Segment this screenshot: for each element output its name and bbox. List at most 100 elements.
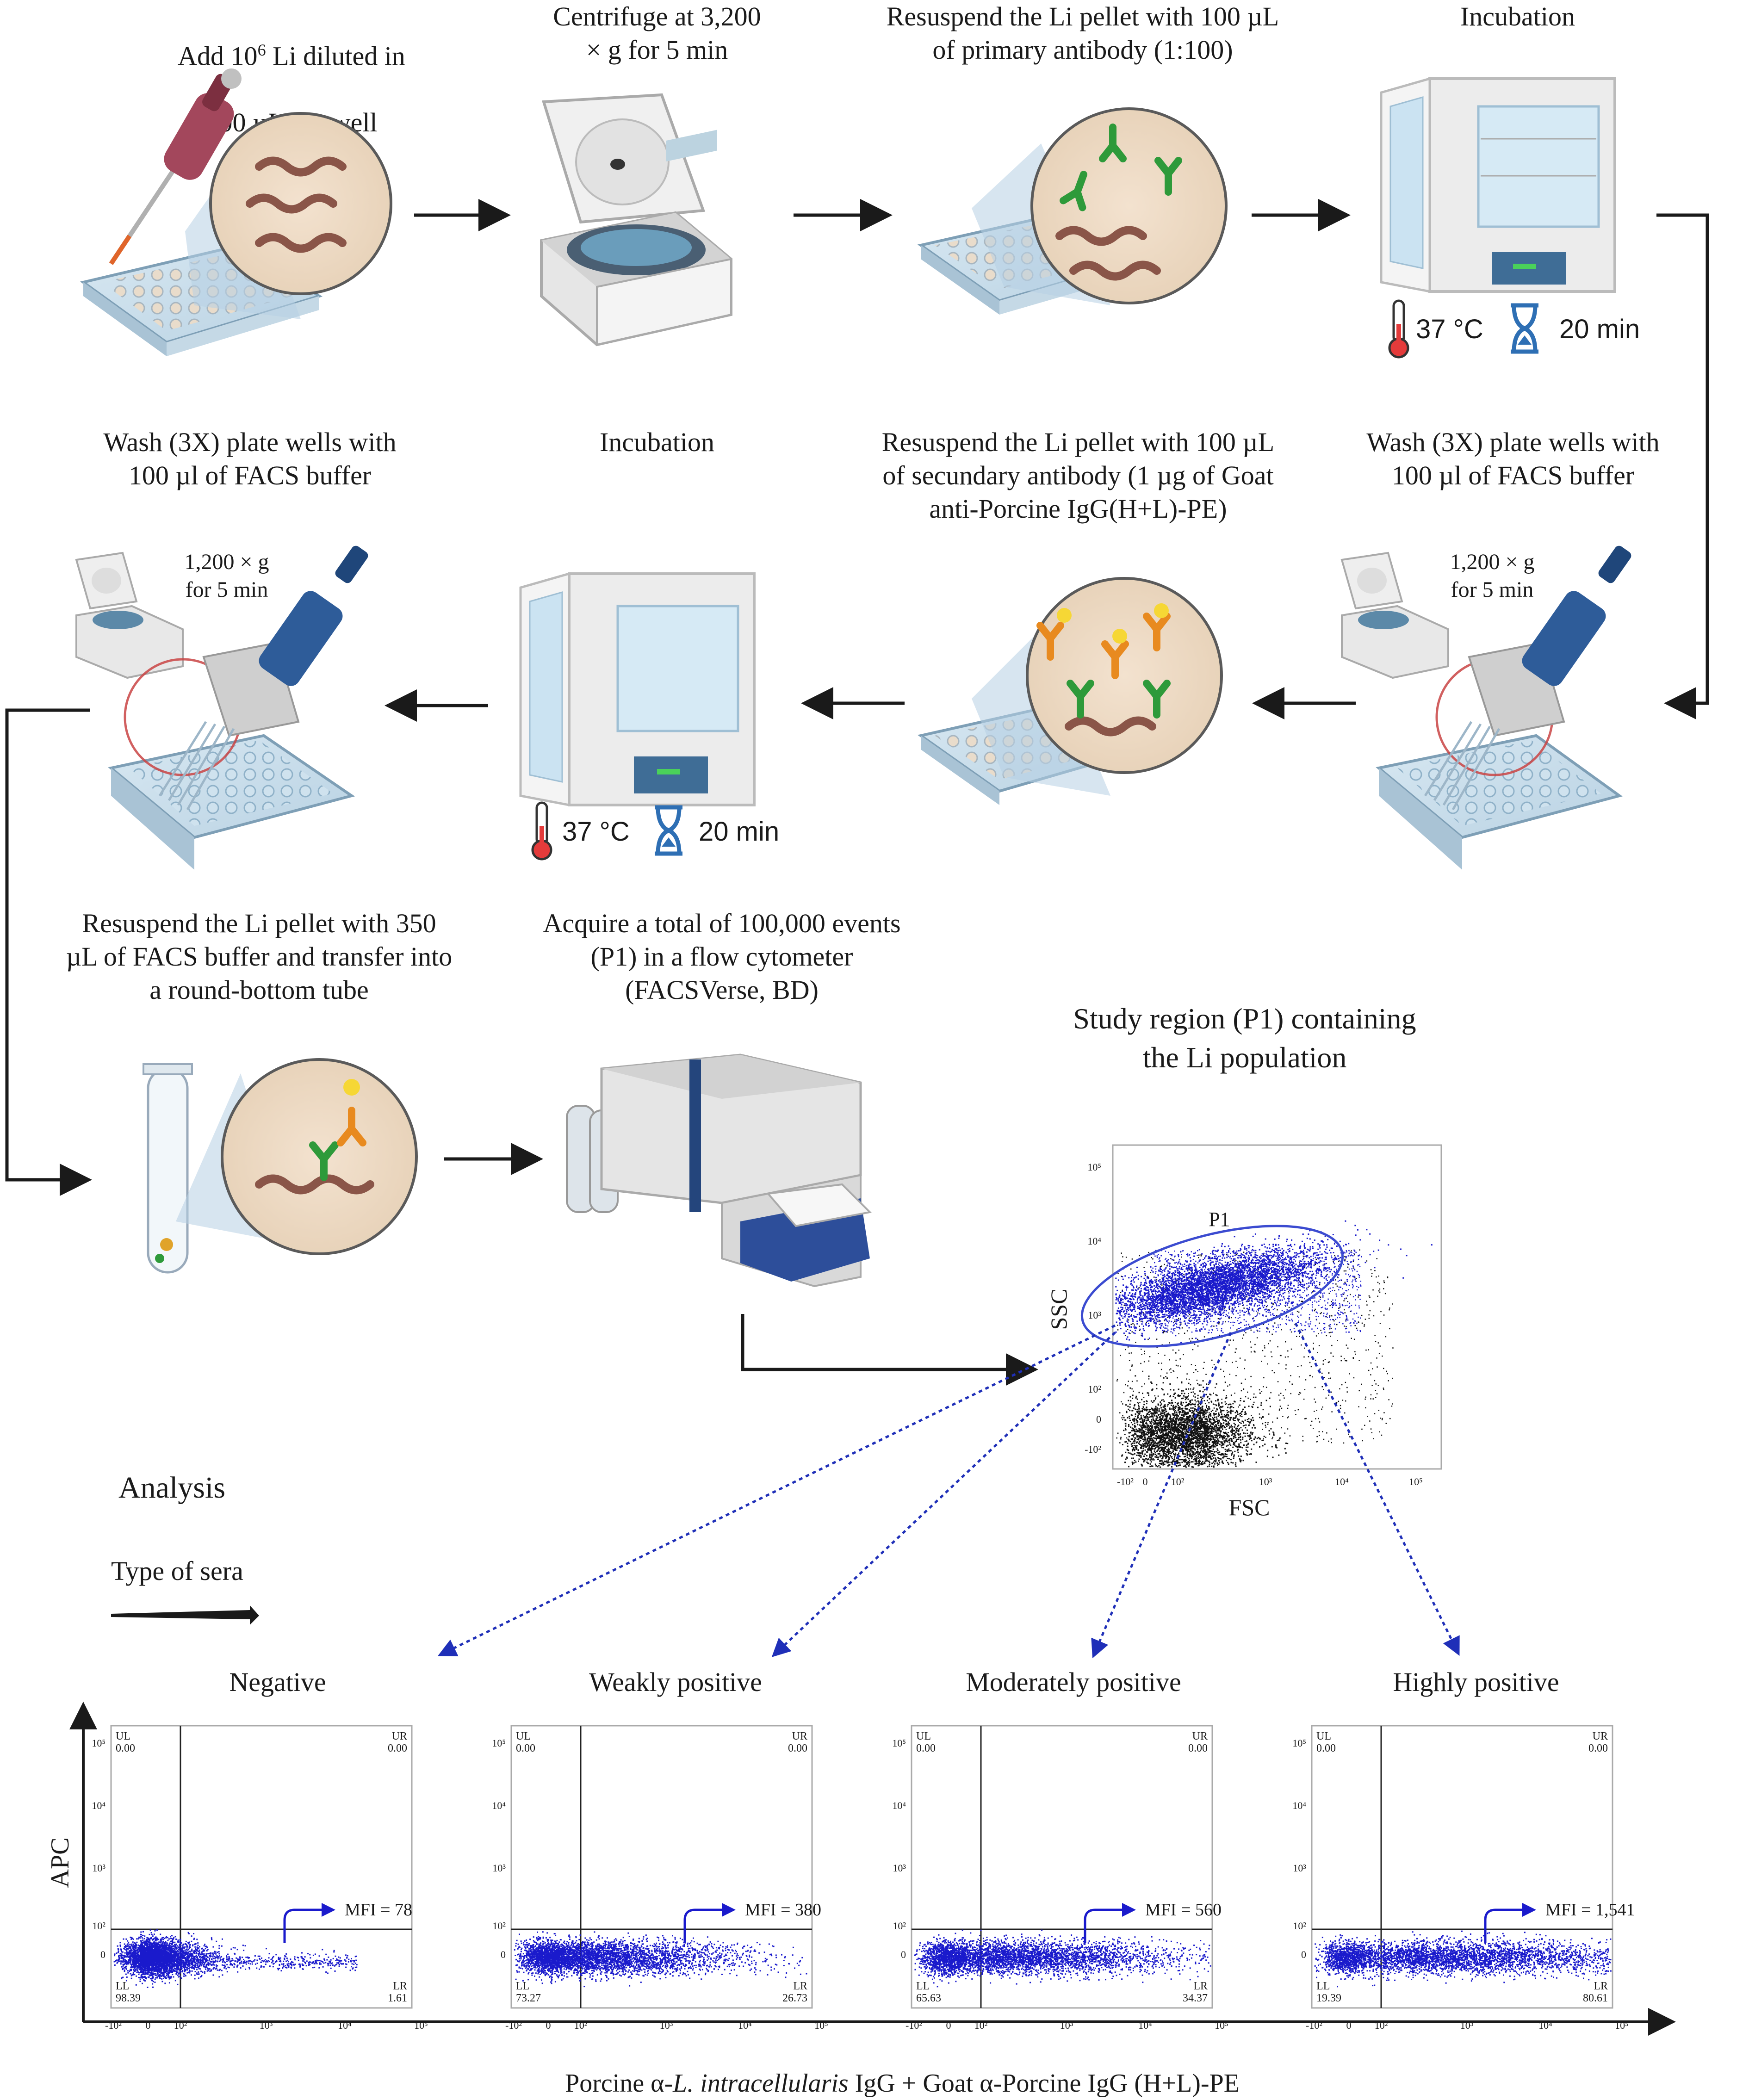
sr-ytick: 10⁴ <box>1087 1235 1101 1247</box>
panel-events <box>514 1931 807 1988</box>
panel-xtick: 10⁵ <box>1215 2019 1228 2031</box>
ll-label: LL <box>116 1980 129 1992</box>
round-bottom-tube-icon <box>143 1063 193 1274</box>
panel-ytick: 10³ <box>92 1862 105 1874</box>
mfi-arrowhead <box>722 1903 736 1917</box>
ll-label: LL <box>1316 1980 1330 1992</box>
type-of-sera-arrow <box>111 1605 259 1625</box>
step3-label: Resuspend the Li pellet with 100 µL of p… <box>886 1 1279 65</box>
step4-label: Incubation <box>1460 1 1575 31</box>
arrow-step8-to-9 <box>5 708 92 1196</box>
panel-xtick: 10⁴ <box>338 2019 352 2031</box>
step4-time: 20 min <box>1559 314 1640 344</box>
panel-ytick: 10⁵ <box>892 1737 906 1749</box>
step10-label: Acquire a total of 100,000 events (P1) i… <box>543 908 901 1005</box>
panel-ytick: 10⁴ <box>1292 1800 1306 1811</box>
ll-value: 73.27 <box>516 1992 541 2004</box>
ll-label: LL <box>916 1980 930 1992</box>
panel-xtick: -10² <box>505 2019 522 2031</box>
panel-ytick: 10⁴ <box>92 1800 105 1811</box>
pipette-icon <box>109 68 242 265</box>
study-region-x-label: FSC <box>1229 1494 1270 1520</box>
panel-xtick: 10⁵ <box>1615 2019 1629 2031</box>
panel-xtick: 10² <box>574 2019 588 2031</box>
ur-label: UR <box>1192 1730 1208 1742</box>
panel-ytick: 10² <box>1293 1920 1306 1932</box>
panel-title-moderately: Moderately positive <box>966 1667 1181 1697</box>
step8-centrifuge-label: 1,200 × g for 5 min <box>184 550 269 602</box>
thermometer-icon-step7 <box>531 801 552 861</box>
panel-xtick: 0 <box>546 2019 551 2031</box>
thermometer-icon <box>1388 299 1409 359</box>
study-region-title: Study region (P1) containing the Li popu… <box>1073 1002 1416 1074</box>
mfi-arrow <box>283 1908 323 1943</box>
study-region-events <box>1115 1220 1433 1468</box>
lr-label: LR <box>393 1980 407 1992</box>
ll-value: 65.63 <box>916 1992 941 2004</box>
panel-ytick: 10² <box>92 1920 105 1932</box>
p1-gate <box>1080 1225 1344 1348</box>
ul-value: 0.00 <box>1316 1742 1336 1754</box>
ll-label: LL <box>516 1980 529 1992</box>
dotted-arrow-weakly <box>771 1332 1116 1657</box>
ul-value: 0.00 <box>916 1742 936 1754</box>
sr-xtick: 10² <box>1171 1476 1185 1487</box>
lr-label: LR <box>1193 1980 1208 1992</box>
mfi-arrow <box>1484 1908 1523 1943</box>
ul-value: 0.00 <box>116 1742 135 1754</box>
incubator-icon-step7 <box>519 572 756 807</box>
panel-ytick: 10³ <box>1293 1862 1306 1874</box>
panel-xtick: 0 <box>946 2019 951 2031</box>
panel-ytick: 10² <box>492 1920 506 1932</box>
panel-title-negative: Negative <box>229 1667 326 1697</box>
ul-value: 0.00 <box>516 1742 535 1754</box>
mfi-value: MFI = 560 <box>1145 1900 1222 1920</box>
ll-value: 19.39 <box>1316 1992 1341 2004</box>
dotted-arrow-moderately <box>1091 1332 1232 1659</box>
step2-label: Centrifuge at 3,200 × g for 5 min <box>553 1 761 65</box>
panel-title-highly: Highly positive <box>1393 1667 1559 1697</box>
sr-ytick: 10⁵ <box>1087 1161 1101 1173</box>
mfi-arrow <box>683 1908 723 1943</box>
panel-ytick: 10² <box>893 1920 906 1932</box>
panel-events <box>914 1929 1211 1988</box>
study-region-y-label: SSC <box>1046 1289 1072 1330</box>
step6-label: Resuspend the Li pellet with 100 µL of s… <box>881 427 1275 524</box>
arrow-step10-to-plot <box>741 1314 1038 1386</box>
hourglass-icon <box>1511 303 1538 354</box>
panel-ytick: 0 <box>100 1949 105 1960</box>
panel-ytick: 0 <box>1301 1949 1306 1960</box>
panel-ytick: 10⁴ <box>492 1800 506 1811</box>
panel-xtick: 10³ <box>260 2019 273 2031</box>
multichannel-pipette-icon-right <box>1424 545 1631 811</box>
step4-temp: 37 °C <box>1416 314 1483 344</box>
arrow-step4-to-5 <box>1656 213 1709 719</box>
mfi-value: MFI = 1,541 <box>1545 1900 1635 1920</box>
ur-value: 0.00 <box>788 1742 807 1754</box>
sr-xtick: -10² <box>1117 1476 1134 1487</box>
lr-value: 1.61 <box>388 1992 407 2004</box>
panel-xtick: 10³ <box>1460 2019 1474 2031</box>
primary-antibody-circle-icon <box>1030 107 1228 304</box>
step8-label: Wash (3X) plate wells with 100 µl of FAC… <box>103 427 397 490</box>
li-bacteria-circle-icon <box>209 112 392 295</box>
step7-time: 20 min <box>699 817 780 847</box>
panel-xtick: 10⁴ <box>1538 2019 1552 2031</box>
sr-xtick: 10³ <box>1259 1476 1272 1487</box>
panel-xtick: 10² <box>174 2019 187 2031</box>
panel-xtick: 10⁵ <box>814 2019 828 2031</box>
sr-ytick: -10² <box>1085 1443 1101 1455</box>
multichannel-pipette-icon-left <box>158 545 368 811</box>
flow-cytometer-icon <box>566 1053 872 1288</box>
panel-xtick: 0 <box>1346 2019 1352 2031</box>
ur-value: 0.00 <box>388 1742 407 1754</box>
panel-ytick: 10⁵ <box>1292 1737 1306 1749</box>
panel-xtick: 10² <box>974 2019 988 2031</box>
lr-value: 34.37 <box>1183 1992 1208 2004</box>
panel-title-weakly: Weakly positive <box>589 1667 762 1697</box>
panel-events <box>1314 1930 1612 1988</box>
ur-value: 0.00 <box>1188 1742 1208 1754</box>
lr-value: 80.61 <box>1583 1992 1608 2004</box>
